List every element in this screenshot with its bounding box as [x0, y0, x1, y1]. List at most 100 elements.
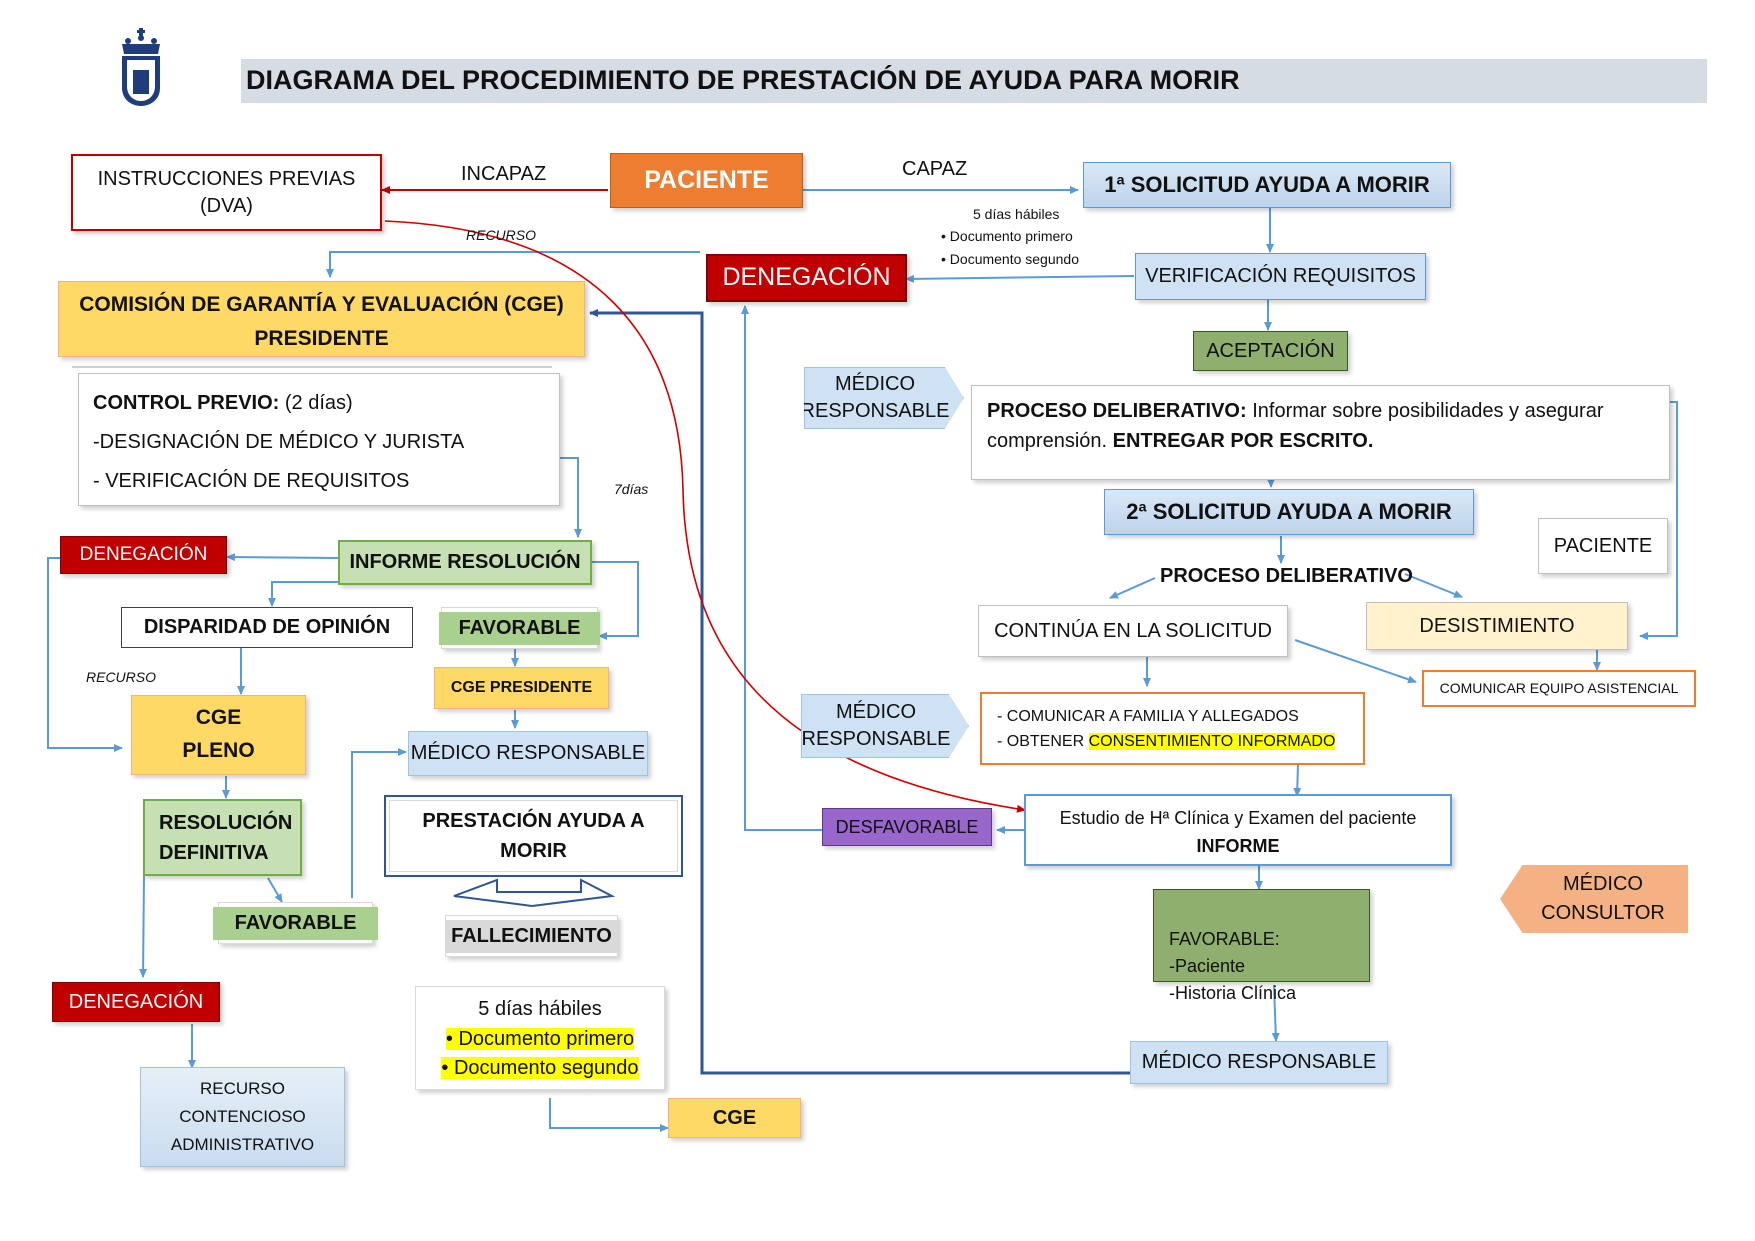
informe-resolucion-box: INFORME RESOLUCIÓN [338, 540, 592, 585]
medico-responsable-3-box: MÉDICO RESPONSABLE [408, 731, 648, 776]
doc-segundo-top-label: • Documento segundo [941, 251, 1079, 267]
cinco-dias-label: 5 días hábiles [478, 998, 602, 1020]
desistimiento-box: DESISTIMIENTO [1366, 602, 1628, 650]
resolucion-definitiva-box: RESOLUCIÓN DEFINITIVA [143, 799, 302, 876]
paciente-top-box: PACIENTE [610, 153, 803, 208]
solicitud-1-label: 1ª SOLICITUD AYUDA A MORIR [1104, 172, 1430, 198]
cge-subtitle: PRESIDENTE [254, 326, 389, 350]
cinco-dias-top-label: 5 días hábiles [973, 206, 1060, 222]
title-bar: DIAGRAMA DEL PROCEDIMIENTO DE PRESTACIÓN… [241, 59, 1707, 103]
disparidad-box: DISPARIDAD DE OPINIÓN [121, 607, 413, 648]
verificacion-requisitos-box: VERIFICACIÓN REQUISITOS [1135, 253, 1426, 300]
continua-solicitud-label: CONTINÚA EN LA SOLICITUD [994, 619, 1272, 642]
verificacion-requisitos-label: VERIFICACIÓN REQUISITOS [1145, 265, 1416, 287]
recurso-left-label: RECURSO [86, 669, 157, 685]
solicitud-2-label: 2ª SOLICITUD AYUDA A MORIR [1126, 499, 1452, 525]
favorable-box: FAVORABLE: -Paciente -Historia Clínica [1153, 889, 1370, 1003]
desfavorable-box: DESFAVORABLE [822, 808, 992, 846]
capaz-label: CAPAZ [902, 158, 968, 180]
obtener-prefix: - OBTENER [997, 732, 1089, 750]
proceso-deliberativo-label: PROCESO DELIBERATIVO [1160, 565, 1413, 587]
medico-responsable-2-label: MÉDICO RESPONSABLE [801, 701, 951, 750]
medico-consultor-box: MÉDICO CONSULTOR [1500, 865, 1688, 933]
control-previo-bold: CONTROL PREVIO: [93, 392, 280, 414]
aceptacion-box: ACEPTACIÓN [1193, 331, 1348, 371]
control-previo-box: CONTROL PREVIO: (2 días) -DESIGNACIÓN DE… [78, 373, 560, 506]
resolucion-definitiva-label: RESOLUCIÓN DEFINITIVA [159, 811, 293, 864]
medico-responsable-4-box: MÉDICO RESPONSABLE [1130, 1041, 1388, 1084]
fallecimiento-box: FALLECIMIENTO [445, 915, 618, 957]
control-previo-line2: -DESIGNACIÓN DE MÉDICO Y JURISTA [93, 431, 465, 453]
fallecimiento-label: FALLECIMIENTO [445, 919, 618, 953]
comunicar-equipo-box: COMUNICAR EQUIPO ASISTENCIAL [1422, 670, 1696, 707]
paciente-right-label: PACIENTE [1553, 534, 1653, 557]
medico-responsable-3-label: MÉDICO RESPONSABLE [410, 742, 646, 764]
favorable-2-box: FAVORABLE [212, 902, 379, 944]
cge-bottom-box: CGE [668, 1098, 801, 1138]
page-title: DIAGRAMA DEL PROCEDIMIENTO DE PRESTACIÓN… [246, 65, 1240, 95]
proceso-deliberativo-text: Informar sobre posibilidades y asegurar … [987, 400, 1604, 452]
denegacion-left-label: DENEGACIÓN [79, 544, 208, 566]
cge-bottom-label: CGE [712, 1106, 757, 1129]
comunicar-familia-line: - COMUNICAR A FAMILIA Y ALLEGADOS [997, 708, 1299, 725]
comunicar-familia-box: - COMUNICAR A FAMILIA Y ALLEGADOS - OBTE… [980, 692, 1365, 765]
prestacion-box: PRESTACIÓN AYUDA A MORIR [384, 795, 683, 877]
cge-presidente-small-box: CGE PRESIDENTE [434, 667, 609, 709]
cge-title: COMISIÓN DE GARANTÍA Y EVALUACIÓN (CGE) [79, 293, 564, 316]
medico-responsable-4-label: MÉDICO RESPONSABLE [1141, 1051, 1377, 1073]
solicitud-1-box: 1ª SOLICITUD AYUDA A MORIR [1083, 162, 1451, 208]
instrucciones-previas-label: INSTRUCCIONES PREVIAS (DVA) [97, 167, 356, 217]
medico-responsable-2-box: MÉDICO RESPONSABLE [801, 694, 969, 758]
cge-pleno-box: CGE PLENO [131, 695, 306, 775]
denegacion-bottom-label: DENEGACIÓN [68, 990, 204, 1013]
desistimiento-label: DESISTIMIENTO [1419, 614, 1575, 637]
favorable-2-label: FAVORABLE [212, 906, 379, 940]
solicitud-2-box: 2ª SOLICITUD AYUDA A MORIR [1104, 489, 1474, 535]
castilla-la-mancha-crest-icon [118, 26, 164, 108]
continua-solicitud-box: CONTINÚA EN LA SOLICITUD [978, 605, 1288, 657]
medico-consultor-label: MÉDICO CONSULTOR [1541, 873, 1665, 924]
cge-pleno-label: CGE PLENO [182, 706, 255, 762]
informe-resolucion-label: INFORME RESOLUCIÓN [349, 551, 581, 573]
consentimiento-informado-highlight: CONSENTIMIENTO INFORMADO [1088, 732, 1336, 750]
favorable-1-box: FAVORABLE [438, 607, 601, 649]
cge-presidente-small-label: CGE PRESIDENTE [450, 679, 593, 697]
denegacion-top-box: DENEGACIÓN [706, 254, 907, 302]
cge-presidente-main-box: COMISIÓN DE GARANTÍA Y EVALUACIÓN (CGE) … [58, 281, 585, 357]
denegacion-bottom-box: DENEGACIÓN [52, 982, 220, 1022]
desfavorable-label: DESFAVORABLE [835, 816, 979, 837]
proceso-deliberativo-box: PROCESO DELIBERATIVO: Informar sobre pos… [971, 385, 1670, 480]
proceso-deliberativo-bold2: ENTREGAR POR ESCRITO. [1107, 430, 1374, 452]
denegacion-top-label: DENEGACIÓN [722, 263, 891, 292]
paciente-top-label: PACIENTE [644, 165, 769, 194]
recurso-contencioso-label: RECURSO CONTENCIOSO ADMINISTRATIVO [170, 1078, 315, 1155]
instrucciones-previas-box: INSTRUCCIONES PREVIAS (DVA) [71, 154, 382, 231]
documento-primero-highlight: • Documento primero [445, 1027, 635, 1050]
estudio-box: Estudio de Hª Clínica y Examen del pacie… [1024, 794, 1452, 866]
doc-primero-top-label: • Documento primero [941, 228, 1073, 244]
medico-responsable-1-box: MÉDICO RESPONSABLE [804, 367, 964, 429]
cinco-dias-box: 5 días hábiles • Documento primero • Doc… [415, 986, 665, 1090]
medico-responsable-1-label: MÉDICO RESPONSABLE [800, 373, 950, 422]
comunicar-equipo-label: COMUNICAR EQUIPO ASISTENCIAL [1439, 680, 1679, 697]
control-previo-line1: CONTROL PREVIO: (2 días) [93, 384, 545, 423]
documento-segundo-highlight: • Documento segundo [441, 1057, 639, 1080]
proceso-deliberativo-bold: PROCESO DELIBERATIVO: [987, 400, 1247, 422]
disparidad-label: DISPARIDAD DE OPINIÓN [143, 616, 391, 638]
recurso-top-label: RECURSO [466, 227, 537, 243]
siete-dias-label: 7días [614, 481, 649, 497]
prestacion-label: PRESTACIÓN AYUDA A MORIR [422, 810, 645, 862]
favorable-box-label: FAVORABLE: -Paciente -Historia Clínica [1169, 929, 1297, 1003]
control-previo-line3: - VERIFICACIÓN DE REQUISITOS [93, 470, 410, 492]
control-previo-rest: (2 días) [279, 392, 353, 414]
favorable-1-label: FAVORABLE [438, 611, 601, 645]
incapaz-label: INCAPAZ [461, 163, 547, 185]
denegacion-left-box: DENEGACIÓN [60, 536, 227, 574]
estudio-line1: Estudio de Hª Clínica y Examen del pacie… [1059, 808, 1417, 828]
aceptacion-label: ACEPTACIÓN [1206, 339, 1335, 362]
obtener-consentimiento-line: - OBTENER CONSENTIMIENTO INFORMADO [997, 730, 1348, 755]
paciente-right-box: PACIENTE [1538, 518, 1668, 574]
estudio-line2: INFORME [1196, 835, 1280, 856]
recurso-contencioso-box: RECURSO CONTENCIOSO ADMINISTRATIVO [140, 1067, 345, 1167]
